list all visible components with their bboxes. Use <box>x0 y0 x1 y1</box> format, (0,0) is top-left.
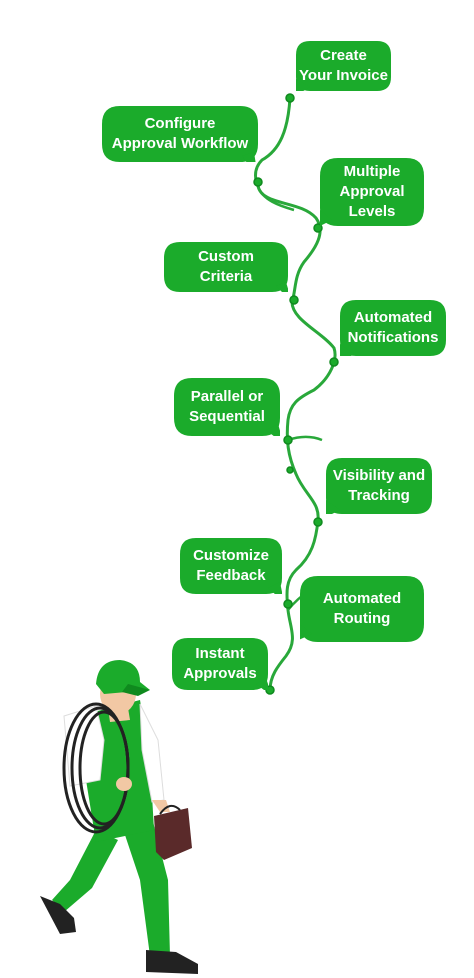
vine-node <box>285 93 295 103</box>
worker-back-leg <box>52 830 118 912</box>
step-create-invoice: Create Your Invoice <box>296 41 391 91</box>
step-label: Configure Approval Workflow <box>111 115 249 152</box>
speech-bubble-icon <box>102 106 258 162</box>
vine-node <box>289 295 299 305</box>
step-instant-approvals: Instant Approvals <box>172 638 268 690</box>
speech-bubble-icon <box>320 158 424 226</box>
speech-bubble-icon <box>340 300 446 356</box>
vine-node <box>283 599 293 609</box>
worker-back-shoe <box>40 896 76 934</box>
vine-node <box>286 466 294 474</box>
step-parallel-or-sequential: Parallel or Sequential <box>174 378 280 436</box>
speech-bubble-icon <box>300 576 424 642</box>
step-automated-notifications: Automated Notifications <box>340 300 446 356</box>
vine-node <box>313 517 323 527</box>
step-label: Parallel or Sequential <box>189 388 265 425</box>
step-custom-criteria: Custom Criteria <box>164 242 288 292</box>
toolbox-handle <box>159 804 181 815</box>
worker-cap-brim <box>122 684 150 696</box>
step-automated-routing: Automated Routing <box>300 576 424 642</box>
step-label: Automated Routing <box>322 590 402 627</box>
worker-front-shoe <box>146 950 198 974</box>
vine-node <box>283 435 293 445</box>
speech-bubble-icon <box>174 378 280 436</box>
step-visibility-and-tracking: Visibility and Tracking <box>326 458 432 514</box>
step-customize-feedback: Customize Feedback <box>180 538 282 594</box>
step-multiple-approval-levels: Multiple Approval Levels <box>320 158 424 226</box>
vine-node <box>253 177 263 187</box>
step-label: Customize Feedback <box>193 547 269 584</box>
worker-hand <box>116 777 132 791</box>
toolbox-icon <box>154 808 192 860</box>
step-label: Custom Criteria <box>198 248 254 285</box>
vine-node <box>329 357 339 367</box>
step-label: Instant Approvals <box>183 645 257 682</box>
step-label: Automated Notifications <box>347 309 439 346</box>
worker-cap <box>96 660 150 694</box>
step-configure-approval-workflow: Configure Approval Workflow <box>102 106 258 162</box>
worker-shirt <box>63 705 105 787</box>
speech-bubble-icon <box>172 638 268 690</box>
step-label: Create Your Invoice <box>299 47 388 84</box>
step-label: Multiple Approval Levels <box>339 163 405 220</box>
step-label: Visibility and Tracking <box>332 467 426 504</box>
speech-bubble-icon <box>326 458 432 514</box>
vine-node <box>313 223 323 233</box>
vine-node <box>265 685 275 695</box>
vine-branch <box>256 185 295 212</box>
cable-coil-icon <box>62 702 130 834</box>
speech-bubble-icon <box>180 538 282 594</box>
speech-bubble-icon <box>164 242 288 292</box>
speech-bubble-icon <box>296 41 391 91</box>
